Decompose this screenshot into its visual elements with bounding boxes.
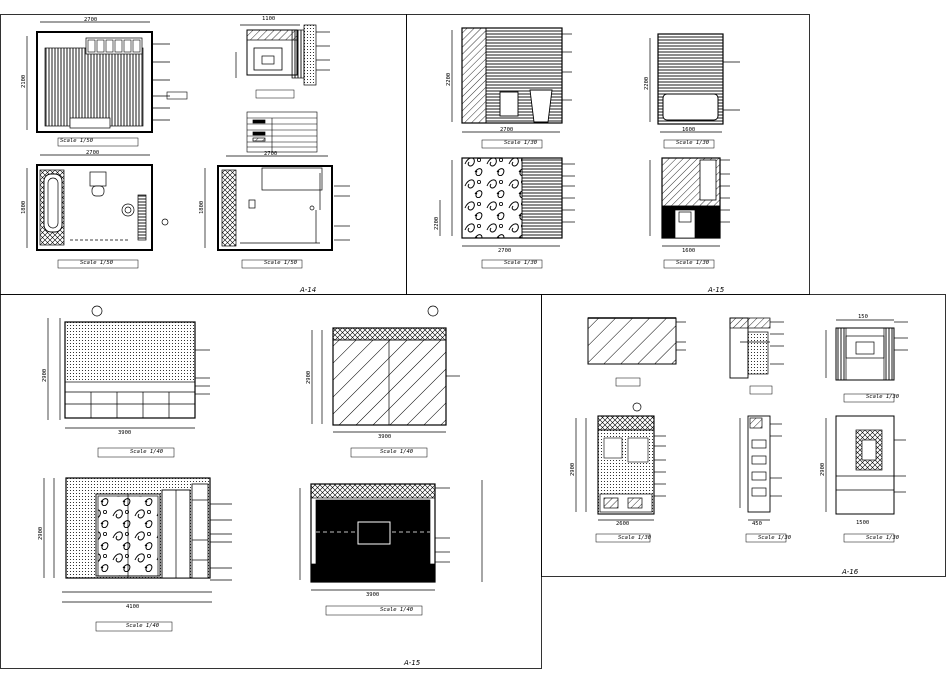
sheet-a14 [26, 21, 350, 269]
caption-a14-plan2: Scale 1/50 [80, 260, 114, 266]
dim-a15b-elevB-width: 3900 [378, 434, 392, 440]
dim-a14-plan2-width: 2700 [86, 150, 100, 156]
dim-a14-plan3-height: 1800 [199, 200, 205, 214]
dim-a15-elev1-width: 2700 [500, 127, 514, 133]
caption-a15b-elevB: Scale 1/40 [380, 449, 414, 455]
dim-a15-elev3-width: 2700 [498, 248, 512, 254]
dim-a15b-elevD-width: 3900 [366, 592, 380, 598]
caption-a15b-elevD: Scale 1/40 [380, 607, 414, 613]
caption-a16-br: Scale 1/30 [866, 535, 900, 541]
dim-a15b-elevC-height: 2900 [38, 526, 44, 540]
dim-a14-detail-width: 1100 [262, 16, 276, 22]
dim-a14-plan3-width: 2700 [264, 151, 278, 157]
caption-a14-plan3: Scale 1/50 [264, 260, 298, 266]
sheet-a15-top [439, 27, 740, 269]
dim-a14-plan2-height: 1800 [21, 200, 27, 214]
caption-a15-elev1: Scale 1/30 [504, 140, 538, 146]
dim-a16-topright-width: 150 [858, 314, 868, 320]
caption-a14-plan1: Scale 1/50 [60, 138, 94, 144]
sheet-number-a16: A-16 [842, 568, 859, 576]
dim-a15b-elevC-width: 4100 [126, 604, 140, 610]
dim-a15-elev2-width: 1600 [682, 127, 696, 133]
dim-a16-br-width: 1500 [856, 520, 870, 526]
caption-a16-topright: Scale 1/30 [866, 394, 900, 400]
caption-a15-elev2: Scale 1/30 [676, 140, 710, 146]
sheet-a16 [575, 317, 908, 543]
dim-a14-plan1-height: 2100 [21, 74, 27, 88]
sheet-number-a14: A-14 [300, 286, 317, 294]
dim-a16-bl-height: 2900 [570, 462, 576, 476]
dim-a14-plan1-width: 2700 [84, 17, 98, 23]
caption-a15-elev4: Scale 1/30 [676, 260, 710, 266]
dim-a15-elev3-height: 2200 [434, 216, 440, 230]
caption-a15b-elevA: Scale 1/40 [130, 449, 164, 455]
dim-a16-bl-width: 2600 [616, 521, 630, 527]
dim-a16-bm-width: 450 [752, 521, 762, 527]
sheet-number-a15-top: A-15 [708, 286, 725, 294]
sheet-number-a15-bottom: A-15 [404, 659, 421, 667]
sheet-a15-bottom [43, 305, 483, 632]
caption-a16-bl: Scale 1/30 [618, 535, 652, 541]
dim-a15-elev2-height: 2200 [644, 76, 650, 90]
dim-a15b-elevA-width: 3900 [118, 430, 132, 436]
dim-a15-elev1-height: 2200 [446, 72, 452, 86]
dim-a15b-elevB-height: 2900 [306, 370, 312, 384]
caption-a16-bm: Scale 1/30 [758, 535, 792, 541]
caption-a15-elev3: Scale 1/30 [504, 260, 538, 266]
dim-a15b-elevA-height: 2900 [42, 368, 48, 382]
dim-a16-br-height: 2900 [820, 462, 826, 476]
caption-a15b-elevC: Scale 1/40 [126, 623, 160, 629]
dim-a15-elev4-width: 1600 [682, 248, 696, 254]
